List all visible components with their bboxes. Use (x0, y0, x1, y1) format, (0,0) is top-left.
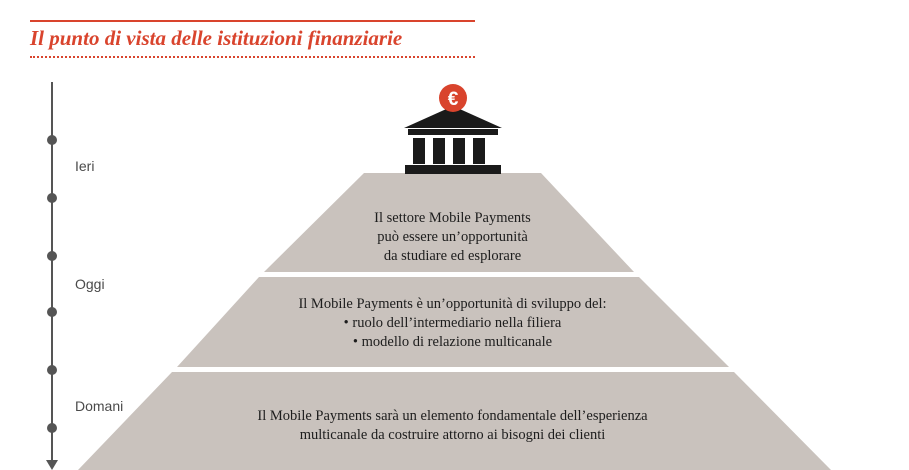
timeline-label-oggi: Oggi (75, 276, 105, 292)
tier-middle-line-3: • modello di relazione multicanale (352, 334, 553, 350)
timeline-dot-3 (47, 251, 57, 261)
tier-bottom-text: Il Mobile Payments sarà un elemento fond… (170, 407, 735, 445)
svg-text:€: € (448, 89, 459, 110)
pyramid-tier-bottom (78, 372, 831, 470)
timeline-dot-2 (47, 193, 57, 203)
pyramid-tier-top (264, 173, 634, 272)
page-title: Il punto di vista delle istituzioni fina… (30, 26, 403, 50)
title-rule-top (30, 20, 475, 22)
tier-middle-line-1: Il Mobile Payments è un’opportunità di s… (298, 296, 607, 312)
tier-top-text: Il settore Mobile Payments può essere un… (300, 209, 605, 266)
timeline-dot-6 (47, 423, 57, 433)
timeline-dot-5 (47, 365, 57, 375)
timeline-label-domani: Domani (75, 398, 124, 414)
pyramid-tier-middle (177, 277, 729, 367)
tier-top-line-3: da studiare ed esplorare (383, 248, 522, 264)
tier-bottom-line-1: Il Mobile Payments sarà un elemento fond… (257, 408, 648, 424)
tier-top-line-2: può essere un’opportunità (377, 229, 528, 245)
bank-euro-icon: € (404, 84, 502, 174)
tier-bottom-line-2: multicanale da costruire attorno ai biso… (299, 427, 606, 443)
timeline-dot-1 (47, 135, 57, 145)
timeline-label-ieri: Ieri (75, 158, 95, 174)
tier-middle-line-2: • ruolo dell’intermediario nella filiera (343, 315, 562, 331)
timeline-dot-4 (47, 307, 57, 317)
timeline-arrow (46, 460, 58, 470)
tier-top-line-1: Il settore Mobile Payments (374, 210, 531, 226)
tier-middle-text: Il Mobile Payments è un’opportunità di s… (230, 295, 675, 352)
title-rule-bottom (30, 56, 475, 58)
